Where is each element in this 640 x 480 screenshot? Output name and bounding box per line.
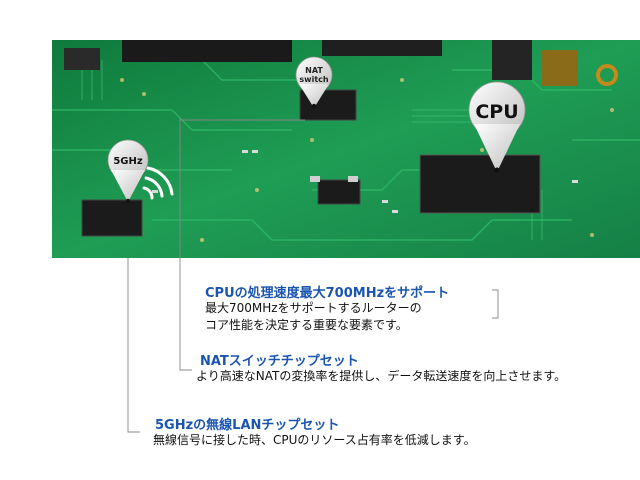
cpu-chip (419, 154, 541, 214)
wifi-feature-title: 5GHzの無線LANチップセット (155, 418, 340, 433)
wifi-pin-marker (107, 139, 149, 204)
cpu-feature-desc-line-2: コア性能を決定する重要な要素です。 (205, 318, 408, 332)
nat-feature-desc: より高速なNATの変換率を提供し、データ転送速度を向上させます。 (196, 369, 567, 383)
wifi-5ghz-chip (81, 199, 143, 237)
cpu-feature-desc-line-1: 最大700MHzをサポートするルーターの (205, 301, 422, 315)
cpu-pin-label: CPU (475, 101, 518, 123)
wifi-signal-icon (142, 166, 174, 200)
cpu-feature-title: CPUの処理速度最大700MHzをサポート (205, 286, 450, 301)
nat-pin-marker (295, 56, 333, 109)
nat-feature-title: NATスイッチチップセット (200, 354, 359, 369)
wifi-feature-desc: 無線信号に接した時、CPUのリソース占有率を低減します。 (153, 433, 476, 447)
cpu-pin-marker (468, 81, 526, 173)
wifi-pin-label: 5GHz (113, 156, 143, 167)
